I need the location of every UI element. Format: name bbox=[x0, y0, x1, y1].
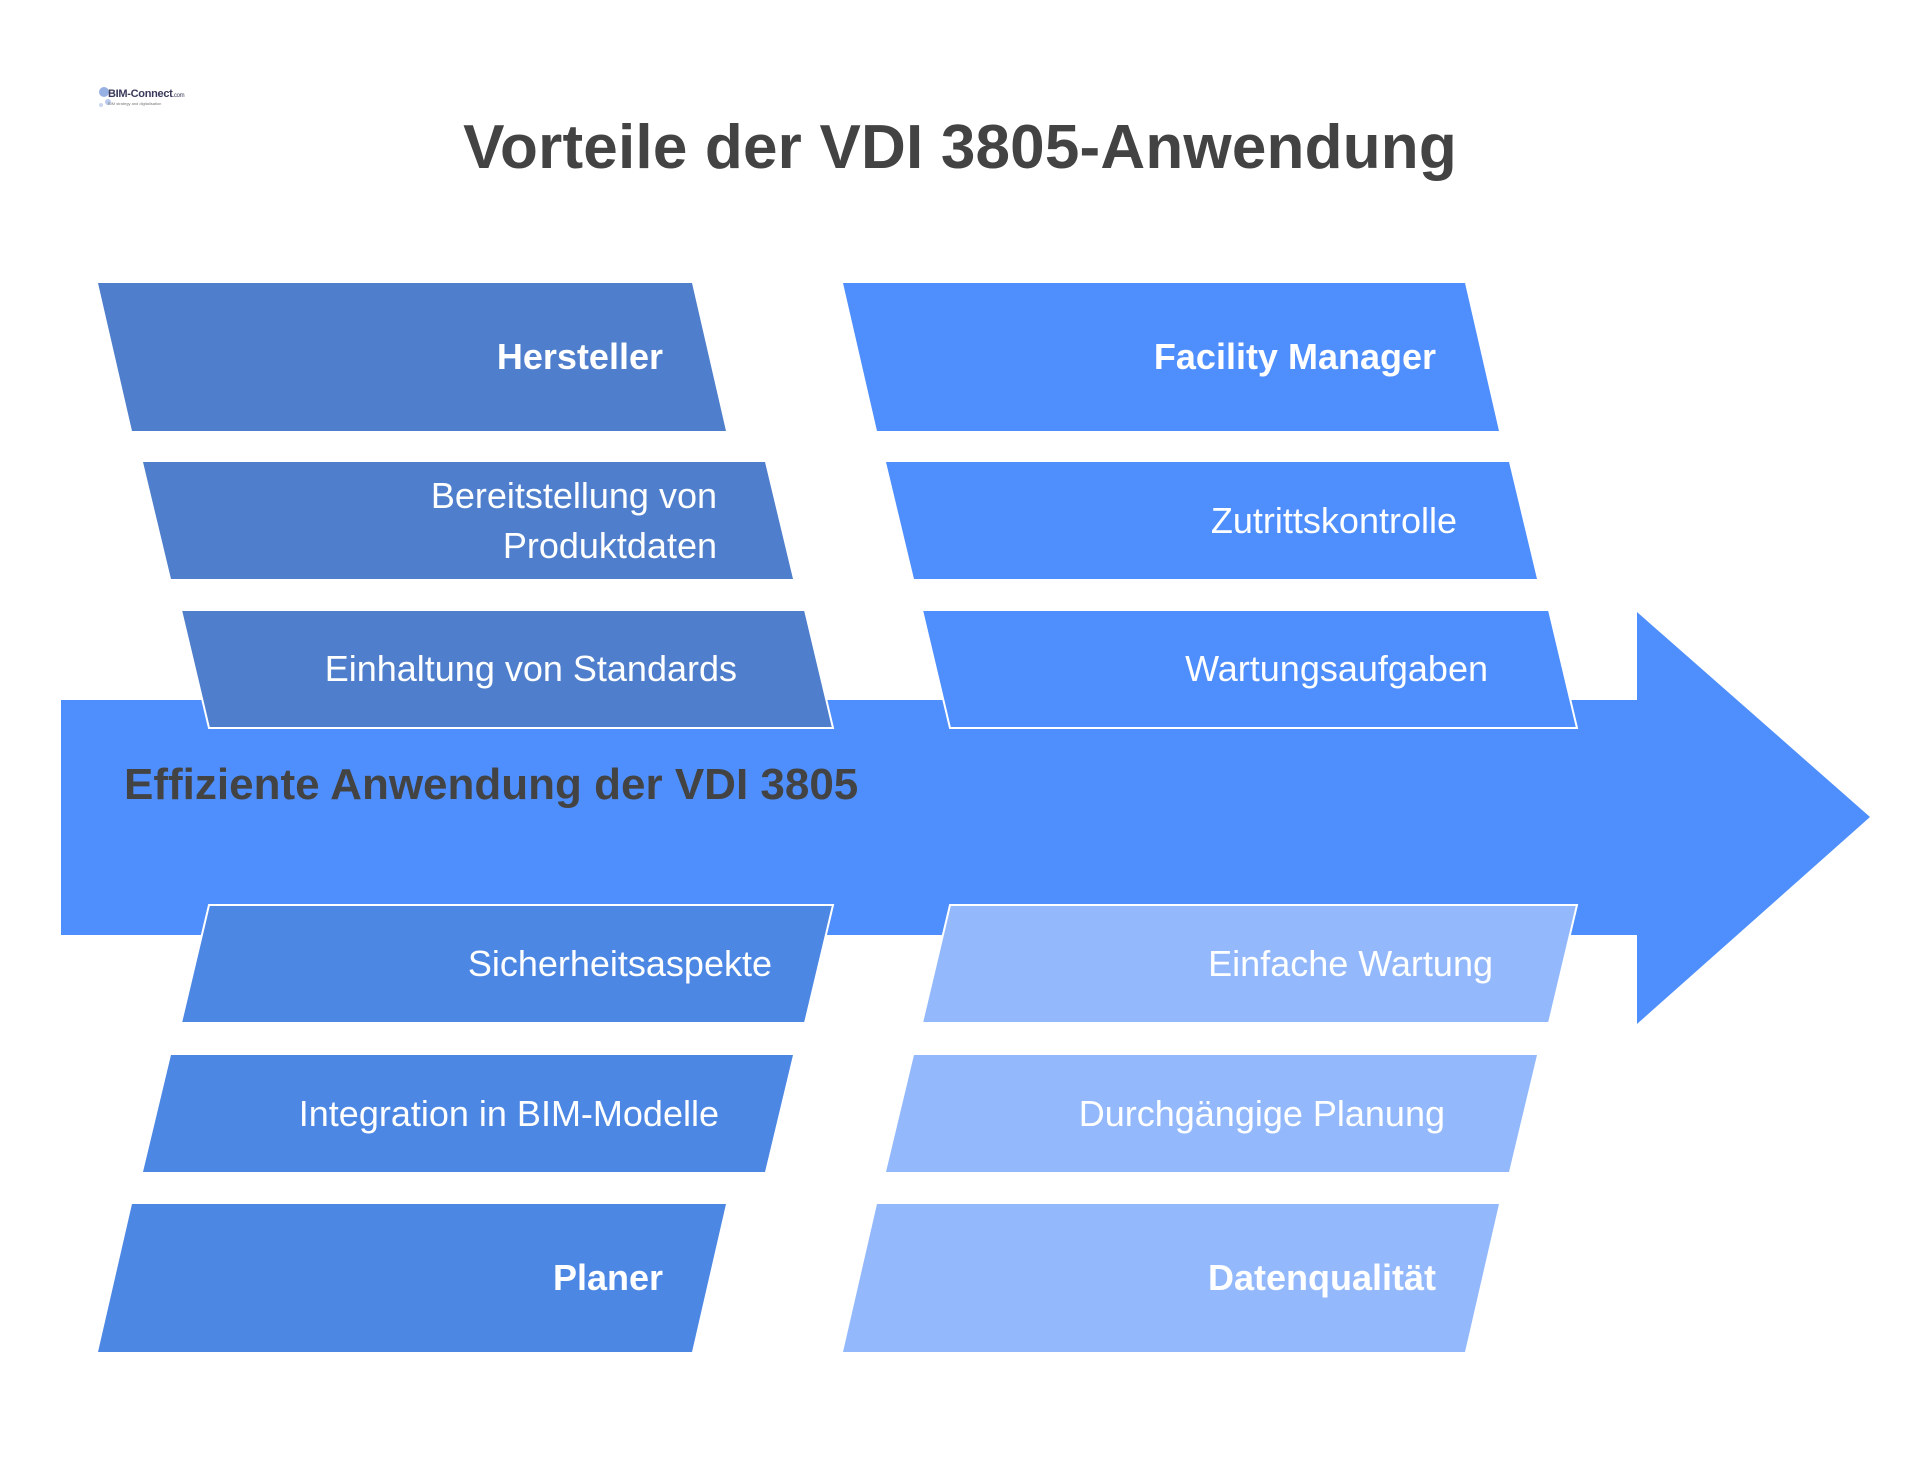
facility-manager-heading-card: Facility Manager bbox=[843, 283, 1499, 431]
datenqualitaet-item-card: Einfache Wartung bbox=[922, 905, 1577, 1023]
logo-text: BIM-Connect.com bbox=[108, 88, 185, 100]
facility-manager-item-card: Wartungsaufgaben bbox=[922, 610, 1577, 728]
facility-manager-item-2: Wartungsaufgaben bbox=[1185, 648, 1488, 689]
card-shape bbox=[179, 609, 835, 729]
facility-manager-item-card: Zutrittskontrolle bbox=[886, 462, 1537, 579]
planer-item-card: Integration in BIM-Modelle bbox=[143, 1055, 793, 1172]
hersteller-item-card: Einhaltung von Standards bbox=[181, 610, 833, 728]
planer-item-2: Integration in BIM-Modelle bbox=[298, 1092, 719, 1134]
datenqualitaet-item-1: Einfache Wartung bbox=[1208, 943, 1493, 984]
card-shape bbox=[843, 283, 1499, 431]
datenqualitaet-heading: Datenqualität bbox=[1207, 1257, 1436, 1298]
arrow-label: Effiziente Anwendung der VDI 3805 bbox=[124, 760, 859, 809]
facility-manager-heading: Facility Manager bbox=[1153, 336, 1436, 377]
planer-heading-card: Planer bbox=[98, 1204, 726, 1352]
hersteller-item-2: Einhaltung von Standards bbox=[324, 648, 737, 689]
planer-item-card: Sicherheitsaspekte bbox=[181, 905, 833, 1023]
card-shape bbox=[843, 1204, 1499, 1352]
card-shape bbox=[98, 283, 726, 431]
datenqualitaet-heading-card: Datenqualität bbox=[843, 1204, 1499, 1352]
logo-mark-icon bbox=[99, 87, 111, 107]
hersteller-heading-card: Hersteller bbox=[98, 283, 726, 431]
planer-item-1: Sicherheitsaspekte bbox=[467, 943, 772, 984]
card-shape bbox=[886, 1055, 1537, 1172]
card-shape bbox=[920, 609, 1579, 729]
logo-tagline: BIM strategy and digitalisation bbox=[108, 101, 162, 106]
datenqualitaet-item-2: Durchgängige Planung bbox=[1078, 1092, 1445, 1134]
page-title: Vorteile der VDI 3805-Anwendung bbox=[463, 113, 1457, 182]
card-shape bbox=[886, 462, 1537, 579]
card-shape bbox=[98, 1204, 726, 1352]
card-shape bbox=[179, 904, 835, 1024]
planer-heading: Planer bbox=[552, 1257, 663, 1298]
card-shape bbox=[143, 462, 793, 579]
facility-manager-item-1: Zutrittskontrolle bbox=[1210, 499, 1457, 541]
bim-connect-logo: BIM-Connect.com BIM strategy and digital… bbox=[98, 82, 185, 112]
card-shape bbox=[920, 904, 1579, 1024]
card-shape bbox=[143, 1055, 793, 1172]
hersteller-heading: Hersteller bbox=[496, 336, 663, 377]
datenqualitaet-item-card: Durchgängige Planung bbox=[886, 1055, 1537, 1172]
